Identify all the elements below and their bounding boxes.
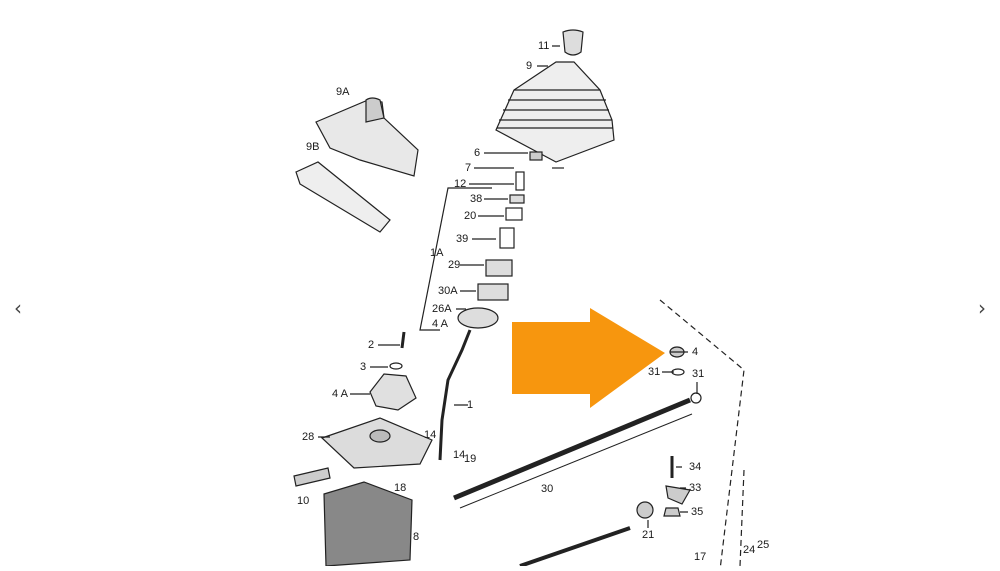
callout-31b: 31 bbox=[692, 368, 705, 380]
callout-9a: 9A bbox=[336, 86, 350, 98]
callout-9: 9 bbox=[526, 60, 533, 72]
rod-lower bbox=[519, 526, 631, 568]
part-6 bbox=[529, 151, 543, 161]
callout-20: 20 bbox=[464, 210, 477, 222]
callout-3: 3 bbox=[360, 361, 367, 373]
chevron-right-icon[interactable]: › bbox=[970, 296, 994, 320]
callout-33: 33 bbox=[689, 482, 702, 494]
prev-glyph: ‹ bbox=[14, 296, 22, 320]
callout-4: 4 bbox=[692, 346, 699, 358]
shift-boot bbox=[495, 61, 615, 163]
callout-29: 29 bbox=[448, 259, 461, 271]
callout-18: 18 bbox=[394, 482, 407, 494]
plate-9b bbox=[295, 161, 391, 233]
callout-17: 17 bbox=[694, 551, 707, 563]
callout-7: 7 bbox=[465, 162, 472, 174]
part-31b bbox=[690, 392, 702, 404]
part-29 bbox=[485, 259, 513, 277]
callout-31a: 31 bbox=[648, 366, 661, 378]
callout-38: 38 bbox=[470, 193, 483, 205]
callout-24: 24 bbox=[743, 544, 756, 556]
part-26a bbox=[457, 307, 499, 329]
shift-lever bbox=[438, 329, 472, 461]
plate-28 bbox=[320, 417, 433, 469]
callout-1a: 1A bbox=[430, 247, 444, 259]
part-39 bbox=[499, 227, 515, 249]
callout-21: 21 bbox=[642, 529, 655, 541]
callout-34: 34 bbox=[689, 461, 702, 473]
callout-30: 30 bbox=[541, 483, 554, 495]
callout-30a: 30A bbox=[438, 285, 458, 297]
callout-14b: 14 bbox=[453, 449, 466, 461]
callout-8: 8 bbox=[413, 531, 420, 543]
callout-11: 11 bbox=[538, 40, 550, 52]
callout-6: 6 bbox=[474, 147, 481, 159]
screw-2 bbox=[400, 331, 406, 349]
bushing-21 bbox=[636, 501, 654, 519]
washer-3 bbox=[389, 362, 403, 370]
mount-box bbox=[323, 481, 413, 567]
shift-knob bbox=[562, 29, 584, 56]
nut-35 bbox=[663, 507, 681, 517]
housing-4a bbox=[369, 373, 417, 411]
callout-39: 39 bbox=[456, 233, 469, 245]
callout-35: 35 bbox=[691, 506, 704, 518]
callout-1: 1 bbox=[467, 399, 474, 411]
callout-28: 28 bbox=[302, 431, 315, 443]
part-38 bbox=[509, 194, 525, 204]
part-30a bbox=[477, 283, 509, 301]
callout-2: 2 bbox=[368, 339, 375, 351]
callout-19: 19 bbox=[464, 453, 477, 465]
callout-12: 12 bbox=[454, 178, 467, 190]
callout-9b: 9B bbox=[306, 141, 320, 153]
chevron-left-icon[interactable]: ‹ bbox=[6, 296, 30, 320]
callout-4a-lower: 4 A bbox=[332, 388, 348, 400]
callout-10: 10 bbox=[297, 495, 310, 507]
callout-4a-upper: 4 A bbox=[432, 318, 448, 330]
callout-14a: 14 bbox=[424, 429, 437, 441]
callout-25: 25 bbox=[757, 539, 770, 551]
callout-26a: 26A bbox=[432, 303, 452, 315]
next-glyph: › bbox=[978, 296, 986, 320]
clamp-33 bbox=[665, 485, 691, 505]
part-20 bbox=[505, 207, 523, 221]
part-12-spring bbox=[515, 171, 525, 191]
shift-rod-30 bbox=[453, 397, 691, 501]
bracket-10 bbox=[293, 467, 331, 487]
